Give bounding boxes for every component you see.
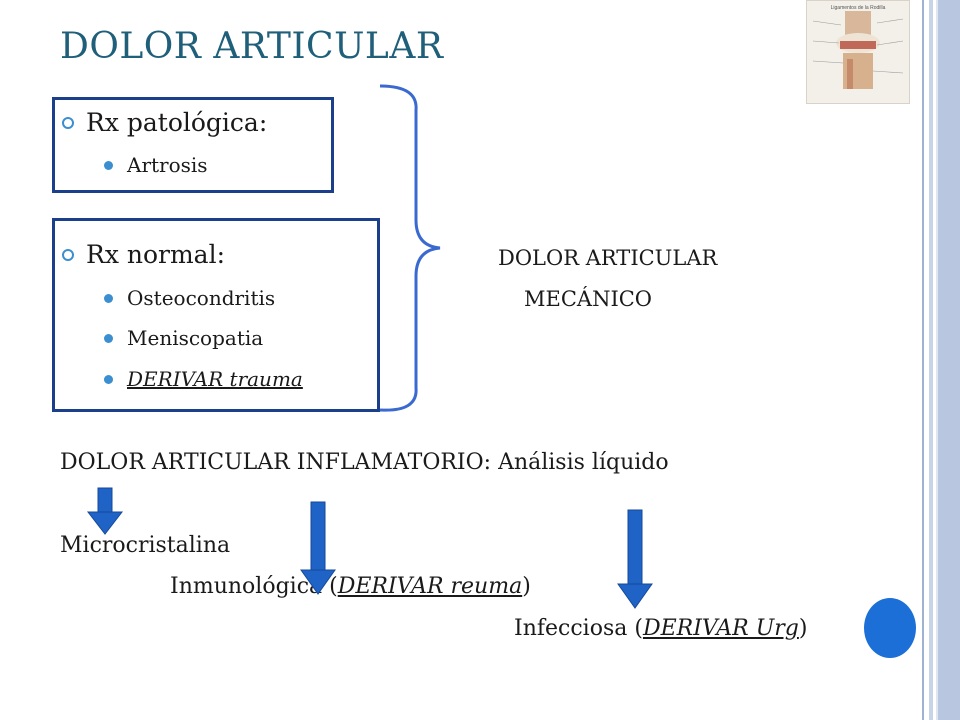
branch-infectious: Infecciosa (DERIVAR Urg): [514, 616, 808, 641]
down-arrow-icon: [300, 501, 336, 595]
slide-title: DOLOR ARTICULAR: [60, 26, 444, 67]
inflammatory-line: DOLOR ARTICULAR INFLAMATORIO: Análisis l…: [60, 450, 669, 475]
dot-bullet-icon: [104, 293, 113, 303]
list-item: Artrosis: [104, 153, 208, 177]
dot-bullet-icon: [104, 333, 113, 343]
dot-bullet-icon: [104, 374, 113, 384]
mechanical-line2: MECÁNICO: [524, 287, 653, 311]
list-item: DERIVAR trauma: [104, 367, 303, 391]
rx-pathological-heading: Rx patológica:: [62, 108, 267, 137]
rx-normal-heading: Rx normal:: [62, 240, 225, 269]
down-arrow-icon: [617, 509, 653, 609]
decor-bar: [922, 0, 924, 720]
decor-bar: [929, 0, 933, 720]
rx-pathological-box: [52, 97, 334, 193]
list-item: Osteocondritis: [104, 286, 275, 310]
decor-bar: [936, 0, 960, 720]
dot-bullet-icon: [104, 160, 113, 170]
mechanical-line1: DOLOR ARTICULAR: [498, 246, 718, 270]
thumbnail-caption: Ligamentos de la Rodilla: [831, 5, 886, 11]
branch-microcrystalline: Microcristalina: [60, 533, 231, 558]
derivar-urg: DERIVAR Urg: [642, 616, 799, 641]
knee-ligaments-image: Ligamentos de la Rodilla: [806, 0, 910, 104]
ring-bullet-icon: [62, 248, 74, 261]
grouping-brace: [379, 84, 441, 412]
ring-bullet-icon: [62, 116, 74, 129]
list-item: Meniscopatia: [104, 326, 263, 350]
down-arrow-icon: [86, 487, 124, 535]
decor-circle: [864, 598, 916, 658]
derivar-reuma: DERIVAR reuma: [337, 574, 523, 599]
